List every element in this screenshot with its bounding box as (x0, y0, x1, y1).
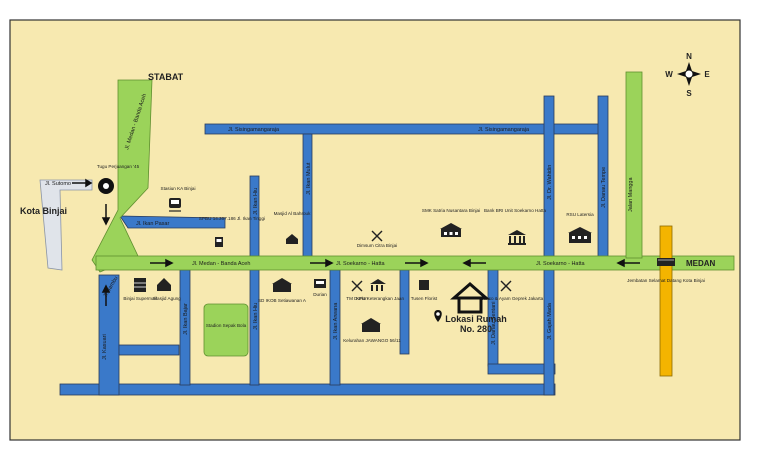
label-kasuari: Jl. Kasuari (102, 334, 108, 360)
poi-tm-durian-label: TM Durian (346, 296, 368, 301)
destination-line2: No. 280 (460, 324, 492, 334)
label-mangga: Jalan Mangga (628, 177, 634, 212)
poi-rsu-label: RSU Latersia (566, 212, 594, 217)
fuel-icon (215, 237, 223, 247)
poi-tugu-label: Tugu Perjuangan '45 (97, 164, 140, 169)
pois: Tugu Perjuangan '45 Stasiun KA Binjai SP… (97, 164, 705, 343)
road-bottom (59, 383, 556, 396)
stadion-field (203, 303, 249, 357)
road-ikan-mulut (302, 133, 313, 259)
poi-kelurahan-label: Kelurahan JAWANGO 56/11 (343, 338, 401, 343)
road-left-horizontal (118, 344, 180, 356)
poi-bakso-label: Bakso & Ayam Geprek Jakarta (481, 296, 544, 301)
poi-jembatan-label: Jembatan Selamat Datang Kota Binjai (627, 278, 705, 283)
compass-n: N (686, 52, 692, 61)
label-danau-tempe: Jl. Danau Tempe (601, 167, 607, 208)
office-icon (361, 318, 381, 332)
label-sisingamangaraja-left: Jl. Sisingamangaraja (228, 127, 280, 133)
compass-icon: N S W E (665, 52, 710, 98)
road-sentani-horizontal (487, 363, 556, 375)
destination-line1: Lokasi Rumah (445, 314, 507, 324)
mall-icon (134, 278, 146, 292)
label-ikan-hiu-2: Jl. Ikan Hiu (253, 303, 259, 330)
road-labels: Jl. Sisingamangaraja Jl. Sisingamangaraj… (45, 93, 634, 360)
mosque-icon (286, 234, 298, 244)
label-danau-sentani: Jl. Danau Sentani (491, 302, 497, 345)
place-medan: MEDAN (686, 259, 716, 268)
road-ikan-tenggiri (399, 269, 410, 355)
label-sisingamangaraja-right: Jl. Sisingamangaraja (478, 127, 530, 133)
label-soekarno-hatta-2: Jl. Soekarno - Hatta (536, 261, 586, 267)
house-icon (450, 282, 490, 314)
bridge-icon (657, 258, 675, 266)
poi-durian-label: Durian (313, 292, 327, 297)
mosque-agung-icon (157, 278, 171, 291)
poi-binjai-supermall-label: Binjai Supermall (123, 296, 156, 301)
label-pasar: Jl. Ikan Pasar (136, 221, 169, 227)
poi-masjid-agung-label: Masjid Agung (153, 296, 181, 301)
poi-masjid-bahrouk-label: Masjid Al Bahrouk (274, 211, 311, 216)
shop-icon (314, 279, 326, 288)
destination-marker: Lokasi Rumah No. 280 (434, 282, 507, 334)
poi-sdn-label: SD IKOB Setiawanan A (258, 298, 307, 303)
poi-smk-label: SMK Satria Nusantara Binjai (422, 208, 480, 213)
compass-s: S (686, 89, 692, 98)
hospital-icon (568, 227, 592, 243)
label-ikan-bajar: Jl. Ikan Bajar (183, 303, 189, 335)
place-stabat: STABAT (148, 72, 184, 82)
poi-dimsum-label: Dimsum Citra Binjai (357, 243, 397, 248)
label-ikan-hiu: Jl. Ikan Hiu (253, 188, 259, 215)
label-soekarno-hatta-1: Jl. Soekarno - Hatta (336, 261, 386, 267)
location-pin-icon (434, 310, 442, 322)
label-dr-wahidin: Jl. Dr. Wahidin (547, 165, 553, 200)
poi-spbu-label: SPBU 14.207.186 Jl. Ikan Tinggi (199, 216, 265, 221)
label-ikan-arwana: Jl. Ikan Arwana (333, 302, 339, 340)
school2-icon (272, 278, 292, 292)
road-sutomo (39, 179, 93, 271)
kpu-icon (370, 279, 386, 291)
restaurant-icon (371, 230, 383, 242)
restaurant2-icon (351, 280, 363, 292)
direction-arrows (72, 178, 640, 306)
compass-w: W (665, 70, 673, 79)
restaurant3-icon (500, 280, 512, 292)
stadion-label: Stadion Sepak Bola (206, 323, 247, 328)
poi-tusen-label: Tusen Florist (411, 296, 438, 301)
label-gajah-mada: Jl. Gajah Mada (547, 302, 553, 340)
poi-stasiun-label: Stasiun KA Binjai (161, 186, 196, 191)
florist-icon (419, 280, 429, 290)
bridge-road (659, 225, 673, 377)
road-left-vertical (98, 274, 120, 396)
roundabout-center (103, 183, 109, 189)
label-medan-banda-aceh-main: Jl. Medan - Banda Aceh (192, 261, 250, 267)
place-kota-binjai: Kota Binjai (20, 206, 67, 216)
label-ikan-mulut: Jl. Ikan Mulut (306, 162, 312, 195)
compass-e: E (704, 70, 710, 79)
school-icon (440, 223, 462, 237)
label-sutomo: Jl. Sutomo (45, 181, 71, 187)
train-icon (169, 198, 181, 212)
poi-bank-label: Bank BRI Unit Soekarno Hatta (484, 208, 546, 213)
road-ikan-pasar (119, 215, 226, 229)
poi-kpud-label: KPU Keterangkan Jaan (356, 296, 404, 301)
road-mangga (625, 71, 643, 259)
bank-icon (508, 230, 526, 245)
